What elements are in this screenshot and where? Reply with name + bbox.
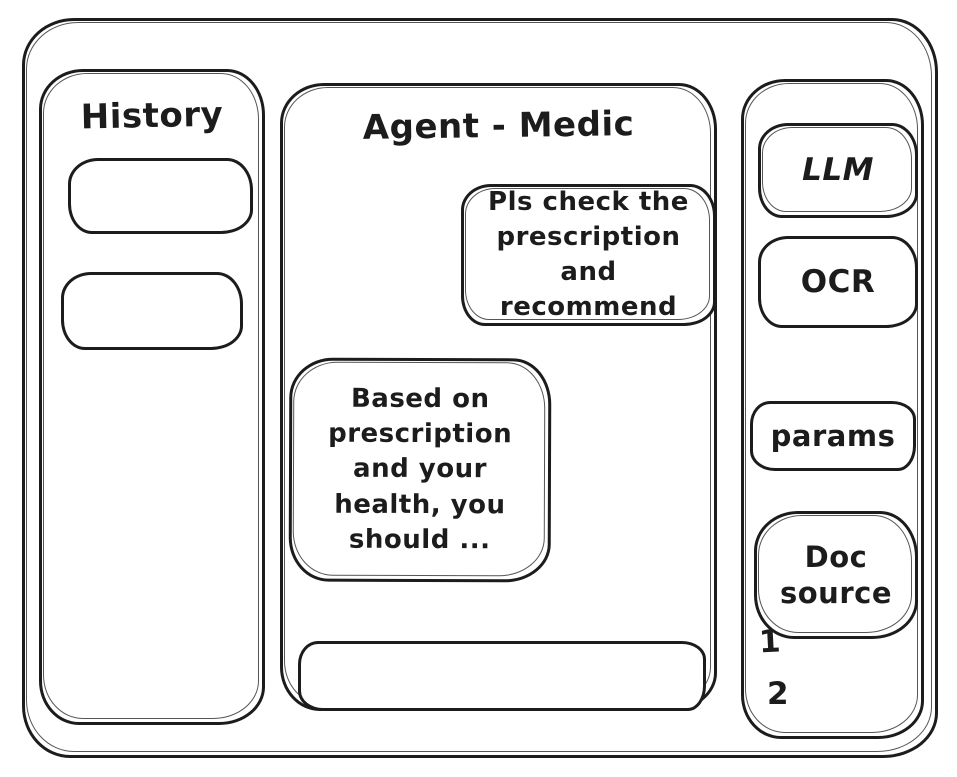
history-panel-title: History	[80, 94, 224, 138]
tools-panel: LLM OCR params Doc source 1 2	[741, 79, 924, 739]
assistant-message-text: Based on prescription and your health, y…	[328, 384, 513, 555]
user-message-text: Pls check the prescription and recommend	[488, 186, 689, 323]
history-panel: History	[39, 69, 265, 725]
user-message-bubble: Pls check the prescription and recommend	[461, 184, 716, 326]
doc-source-button[interactable]: Doc source	[754, 511, 918, 639]
ocr-button-label: OCR	[800, 263, 876, 300]
chat-panel: Agent - Medic Pls check the prescription…	[280, 83, 717, 711]
doc-source-item-2[interactable]: 2	[767, 676, 789, 712]
chat-input[interactable]	[298, 641, 706, 711]
llm-button[interactable]: LLM	[758, 123, 918, 218]
chat-panel-title: Agent - Medic	[362, 104, 635, 148]
doc-source-item-1[interactable]: 1	[758, 623, 782, 661]
ocr-button[interactable]: OCR	[758, 236, 918, 328]
app-window-frame: History Agent - Medic Pls check the pres…	[22, 18, 938, 758]
doc-source-button-label: Doc source	[780, 539, 892, 610]
assistant-message-bubble: Based on prescription and your health, y…	[288, 357, 552, 583]
params-button-label: params	[770, 418, 896, 453]
params-button[interactable]: params	[750, 401, 916, 471]
llm-button-label: LLM	[802, 152, 874, 189]
history-item[interactable]	[68, 158, 253, 234]
history-item[interactable]	[61, 272, 243, 350]
